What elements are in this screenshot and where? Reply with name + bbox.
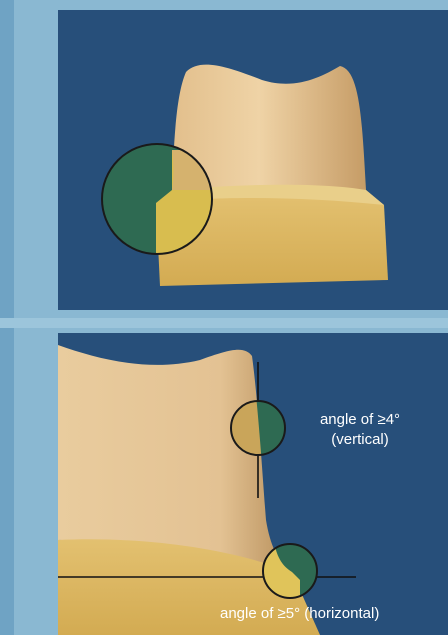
top-panel [58,10,448,310]
frame-left-stripe [0,0,14,635]
frame-middle-band [0,318,448,328]
bottom-panel: angle of ≥4° (vertical) angle of ≥5° (ho… [58,333,448,635]
horizontal-angle-label: angle of ≥5° (horizontal) [220,605,379,622]
vertical-angle-label-line2: (vertical) [331,431,389,448]
vertical-angle-label-line1: angle of ≥4° [320,411,400,428]
